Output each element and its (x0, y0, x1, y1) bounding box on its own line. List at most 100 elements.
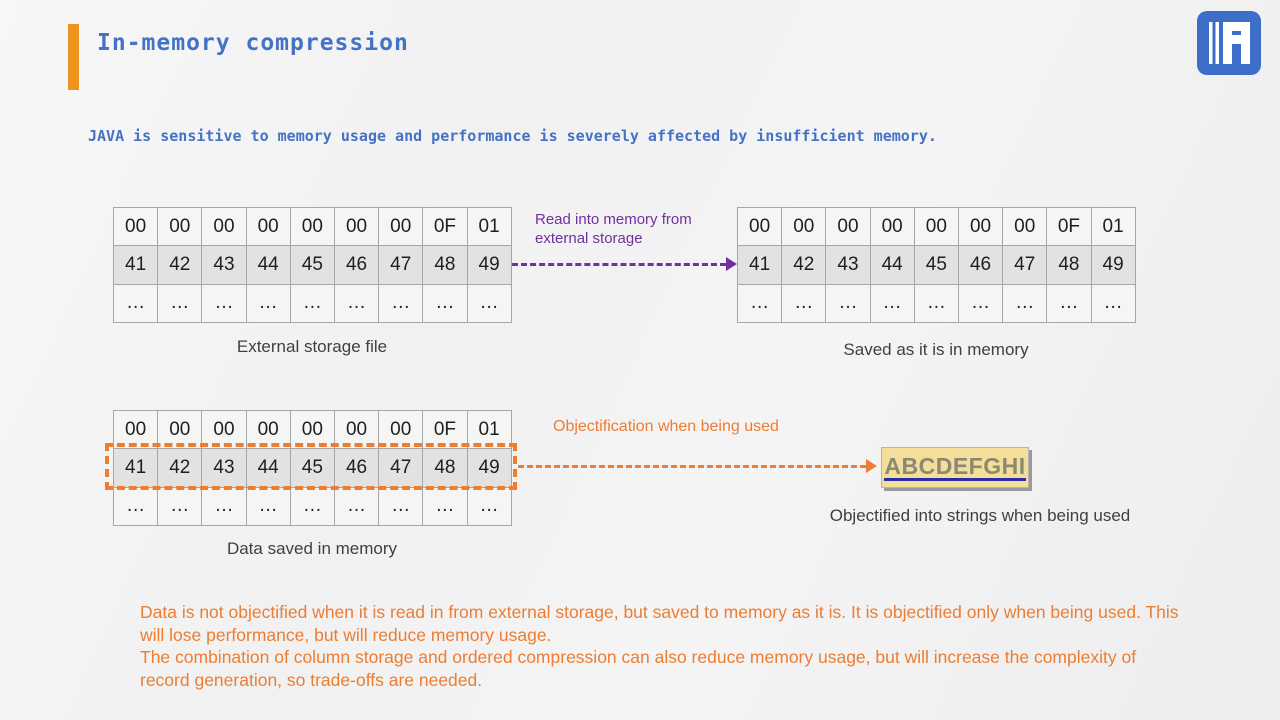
hex-cell: … (378, 486, 424, 526)
hex-cell: … (781, 283, 827, 323)
hex-cell: 0F (422, 206, 468, 247)
hex-cell: 47 (1002, 245, 1048, 285)
hex-cell: 00 (378, 206, 424, 247)
saved-memory-caption: Saved as it is in memory (843, 340, 1029, 359)
objectified-string-text: ABCDEFGHI (884, 454, 1026, 482)
hex-cell: … (957, 283, 1004, 323)
hex-cell: 01 (466, 409, 512, 450)
title-accent-bar (68, 24, 79, 90)
hex-cell: 44 (245, 448, 291, 488)
table-row: ……………………… (112, 486, 512, 526)
hex-cell: 41 (736, 245, 783, 285)
hex-cell: 47 (378, 448, 424, 488)
hex-cell: 00 (1002, 206, 1048, 247)
hex-cell: 44 (869, 245, 915, 285)
hex-cell: 45 (289, 245, 335, 285)
objectification-arrow-label: Objectification when being used (553, 418, 779, 435)
hex-cell: 43 (201, 245, 247, 285)
hex-cell: … (245, 486, 291, 526)
hex-cell: 48 (422, 245, 468, 285)
hex-cell: … (422, 486, 468, 526)
read-arrow-label: Read into memory from external storage (535, 211, 692, 247)
objectification-arrow-shaft (518, 465, 866, 468)
hex-cell: 42 (157, 448, 203, 488)
hex-cell: … (112, 486, 159, 526)
hex-cell: 00 (157, 409, 203, 450)
hex-cell: 00 (781, 206, 827, 247)
memory-data-caption: Data saved in memory (226, 539, 398, 558)
hex-cell: 48 (422, 448, 468, 488)
page-title: In-memory compression (97, 30, 409, 56)
external-storage-caption: External storage file (236, 337, 388, 356)
hex-cell: 48 (1046, 245, 1092, 285)
read-arrow-shaft (512, 263, 726, 266)
hex-cell: … (333, 283, 380, 323)
hex-cell: 00 (157, 206, 203, 247)
hex-cell: … (378, 283, 424, 323)
objectified-string-box: ABCDEFGHI (881, 447, 1029, 488)
hex-cell: 41 (112, 448, 159, 488)
hex-cell: … (1002, 283, 1048, 323)
hex-cell: 00 (913, 206, 959, 247)
hex-cell: 45 (289, 448, 335, 488)
hex-cell: 00 (333, 206, 380, 247)
read-arrow-head (726, 257, 737, 271)
hex-cell: 43 (201, 448, 247, 488)
hex-cell: … (869, 283, 915, 323)
hex-cell: … (466, 486, 512, 526)
hex-cell: 46 (957, 245, 1004, 285)
hex-cell: 49 (466, 245, 512, 285)
hex-cell: 42 (781, 245, 827, 285)
hex-cell: … (201, 283, 247, 323)
summary-paragraph-1: Data is not objectified when it is read … (140, 602, 1179, 645)
summary-paragraph-2: The combination of column storage and or… (140, 647, 1137, 690)
hex-cell: 44 (245, 245, 291, 285)
hex-cell: 00 (957, 206, 1004, 247)
hex-cell: 01 (1090, 206, 1136, 247)
hex-cell: … (1046, 283, 1092, 323)
hex-cell: 00 (736, 206, 783, 247)
hex-cell: 0F (422, 409, 468, 450)
hex-cell: 0F (1046, 206, 1092, 247)
hex-cell: … (422, 283, 468, 323)
hex-cell: 41 (112, 245, 159, 285)
hex-cell: 00 (201, 206, 247, 247)
hex-cell: 00 (869, 206, 915, 247)
hex-cell: 46 (333, 245, 380, 285)
hex-cell: … (157, 486, 203, 526)
hex-cell: 47 (378, 245, 424, 285)
hex-cell: 00 (112, 206, 159, 247)
hex-cell: … (825, 283, 871, 323)
hex-cell: 00 (289, 409, 335, 450)
hex-cell: … (333, 486, 380, 526)
company-logo-icon (1197, 11, 1261, 75)
hex-cell: 49 (466, 448, 512, 488)
hex-cell: 00 (289, 206, 335, 247)
hex-cell: … (112, 283, 159, 323)
hex-cell: … (466, 283, 512, 323)
hex-cell: … (157, 283, 203, 323)
hex-cell: 00 (201, 409, 247, 450)
objectification-arrow-head (866, 459, 877, 473)
hex-cell: … (245, 283, 291, 323)
hex-cell: 00 (245, 206, 291, 247)
hex-cell: … (289, 486, 335, 526)
hex-cell: 46 (333, 448, 380, 488)
hex-cell: … (736, 283, 783, 323)
hex-cell: 00 (245, 409, 291, 450)
hex-cell: … (289, 283, 335, 323)
objectified-strings-caption: Objectified into strings when being used (829, 506, 1131, 525)
table-row: ……………………… (736, 283, 1136, 323)
hex-cell: 43 (825, 245, 871, 285)
hex-cell: … (913, 283, 959, 323)
